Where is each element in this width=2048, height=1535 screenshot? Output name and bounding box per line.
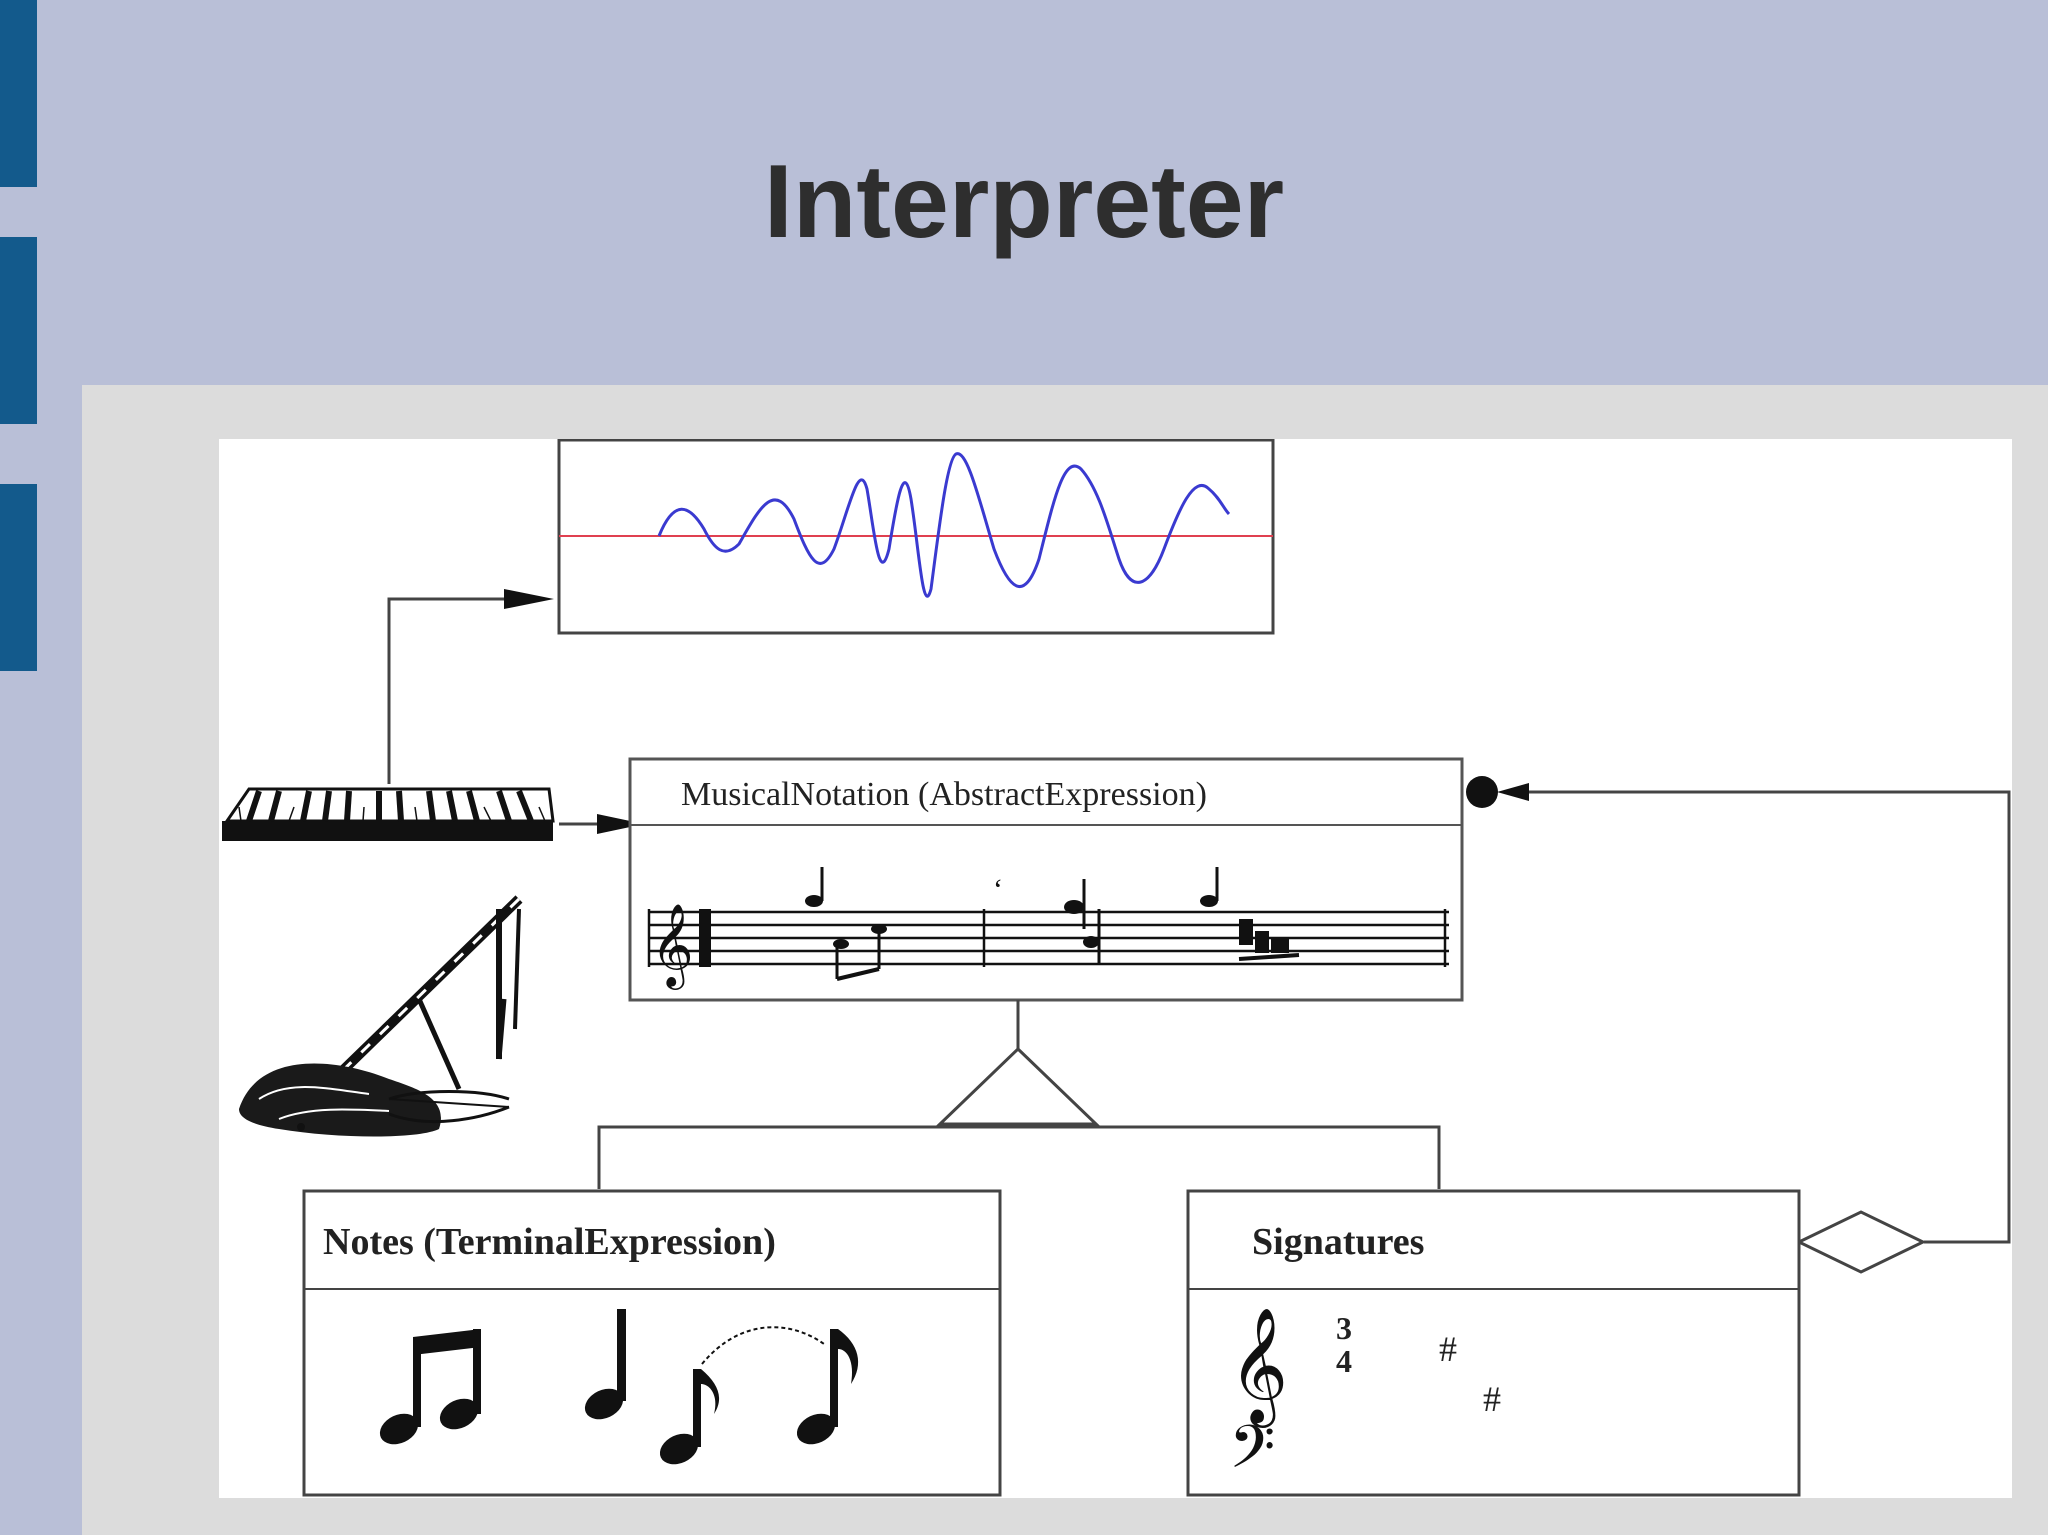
music-notes-icon: [379, 1309, 859, 1465]
accent-strip-top: [0, 0, 37, 187]
signatures-class-label: Signatures: [1252, 1221, 1424, 1263]
time-signature-top: 3: [1336, 1310, 1352, 1346]
terminal-class-label: Notes (TerminalExpression): [323, 1221, 776, 1263]
accent-strip-middle: [0, 237, 37, 424]
time-signature-bottom: 4: [1336, 1343, 1352, 1379]
waveform-icon: [557, 438, 1275, 635]
svg-text:‘: ‘: [993, 873, 1003, 906]
sharp-sign-upper: #: [1439, 1329, 1457, 1369]
sharp-sign-lower: #: [1483, 1379, 1501, 1419]
output-arrow: [387, 589, 554, 784]
aggregation-link: [1466, 776, 2011, 1274]
input-arrow: [559, 814, 644, 834]
interpreter-diagram: MusicalNotation (AbstractExpression) 𝄞 ‘: [219, 438, 2012, 1498]
bagpipe-icon: [239, 895, 523, 1137]
music-staff: [647, 909, 1449, 967]
terminal-expression-class: Notes (TerminalExpression): [302, 1189, 1002, 1497]
slide-title: Interpreter: [763, 144, 1285, 260]
inheritance-connector: [597, 1000, 1441, 1189]
abstract-expression-class: MusicalNotation (AbstractExpression) 𝄞 ‘: [628, 757, 1464, 1002]
treble-clef-icon: 𝄞: [1229, 1309, 1288, 1428]
piano-keyboard-icon: [222, 787, 555, 841]
signatures-class: Signatures 𝄞 𝄢 3 4 # #: [1186, 1189, 1801, 1497]
staff-treble-clef-icon: 𝄞: [651, 904, 694, 990]
abstract-class-label: MusicalNotation (AbstractExpression): [681, 776, 1207, 813]
staff-notes: ‘: [699, 867, 1300, 981]
bass-clef-icon: 𝄢: [1229, 1415, 1275, 1495]
accent-strip-bottom: [0, 484, 37, 671]
